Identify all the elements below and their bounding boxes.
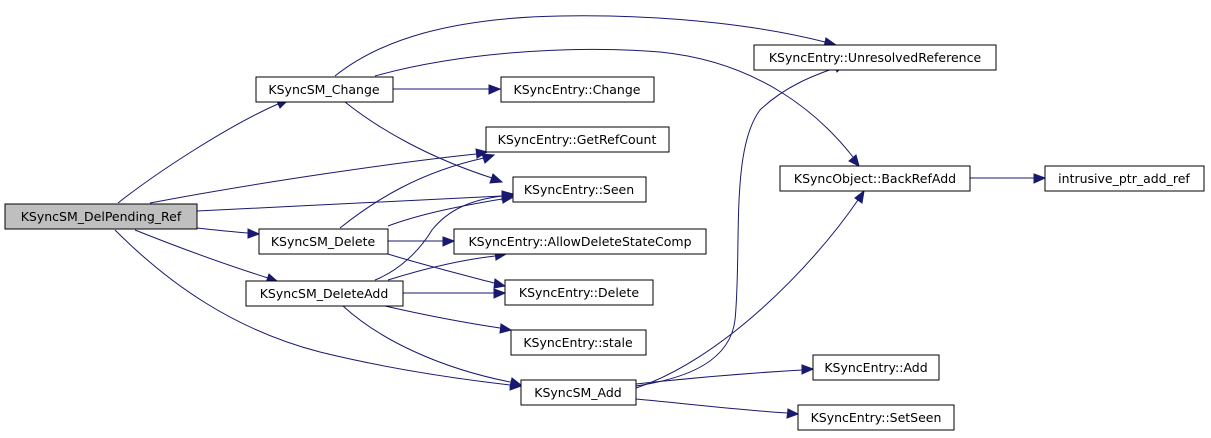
node-ksyncsm-delpending-ref[interactable]: KSyncSM_DelPending_Ref (4, 203, 198, 230)
edge-backrefadd-to-intrusive-ptr (970, 173, 1047, 184)
node-label: KSyncEntry::Add (824, 360, 927, 375)
edge-sm-add-to-setseen (635, 398, 800, 419)
node-ksyncsm-change[interactable]: KSyncSM_Change (255, 76, 394, 103)
node-ksyncentry-getrefcount[interactable]: KSyncEntry::GetRefCount (485, 126, 670, 153)
node-label: KSyncSM_Add (534, 385, 622, 400)
edge-sm-add-to-backrefadd (635, 189, 865, 389)
node-ksyncsm-add[interactable]: KSyncSM_Add (520, 379, 637, 406)
node-ksyncentry-change[interactable]: KSyncEntry::Change (500, 76, 655, 103)
edge-root-to-sm-deleteadd (134, 229, 280, 284)
node-ksyncsm-deleteadd[interactable]: KSyncSM_DeleteAdd (245, 280, 404, 307)
node-ksyncentry-unresolvedreference[interactable]: KSyncEntry::UnresolvedReference (753, 44, 997, 71)
node-ksyncsm-delete[interactable]: KSyncSM_Delete (258, 228, 389, 255)
edge-sm-change-to-entry-change (393, 84, 502, 95)
node-label: KSyncEntry::Delete (519, 285, 639, 300)
edge-sm-delete-to-getrefcount (339, 153, 496, 229)
node-ksyncentry-seen[interactable]: KSyncEntry::Seen (512, 176, 647, 203)
edge-sm-add-to-unresolved (635, 62, 847, 387)
edge-sm-delete-to-entry-delete (387, 253, 507, 289)
edge-root-to-seen (196, 190, 515, 212)
node-label: KSyncEntry::GetRefCount (498, 132, 657, 147)
edge-sm-deleteadd-to-entry-delete (403, 288, 507, 299)
call-graph-edges (114, 15, 1047, 419)
node-label: KSyncEntry::UnresolvedReference (769, 50, 982, 65)
node-label: KSyncSM_Change (268, 82, 379, 97)
node-label: KSyncEntry::Change (514, 82, 641, 97)
node-ksyncentry-add[interactable]: KSyncEntry::Add (812, 354, 940, 381)
node-ksyncentry-stale[interactable]: KSyncEntry::stale (510, 329, 647, 356)
node-label: KSyncEntry::Seen (524, 182, 634, 197)
node-ksyncobject-backrefadd[interactable]: KSyncObject::BackRefAdd (779, 165, 971, 192)
node-label: intrusive_ptr_add_ref (1058, 171, 1190, 186)
call-graph-nodes: KSyncSM_DelPending_Ref KSyncSM_Change KS… (4, 44, 1205, 431)
edge-sm-deleteadd-to-seen (374, 190, 515, 281)
node-label: KSyncEntry::SetSeen (811, 410, 942, 425)
node-label: KSyncSM_DeleteAdd (260, 286, 389, 301)
node-intrusive-ptr-add-ref[interactable]: intrusive_ptr_add_ref (1044, 165, 1205, 192)
node-label: KSyncSM_DelPending_Ref (21, 209, 182, 224)
edge-sm-deleteadd-to-sm-add (342, 305, 523, 388)
edge-sm-deleteadd-to-allowdelete (387, 250, 508, 281)
node-label: KSyncEntry::stale (523, 335, 633, 350)
edge-sm-add-to-entry-add (635, 364, 815, 385)
node-label: KSyncEntry::AllowDeleteStateComp (468, 234, 691, 249)
edge-sm-delete-to-allowdelete (388, 236, 456, 247)
edge-sm-deleteadd-to-stale (384, 305, 513, 334)
edge-sm-change-to-seen (344, 101, 504, 184)
node-ksyncentry-delete[interactable]: KSyncEntry::Delete (504, 279, 654, 306)
node-ksyncentry-allowdeletestatecomp[interactable]: KSyncEntry::AllowDeleteStateComp (453, 228, 707, 255)
edge-root-to-sm-change (117, 98, 290, 204)
node-label: KSyncSM_Delete (271, 234, 376, 249)
node-label: KSyncObject::BackRefAdd (794, 171, 956, 186)
node-ksyncentry-setseen[interactable]: KSyncEntry::SetSeen (797, 404, 955, 431)
edge-root-to-sm-delete (196, 227, 261, 239)
edge-sm-change-to-backrefadd (374, 48, 860, 167)
